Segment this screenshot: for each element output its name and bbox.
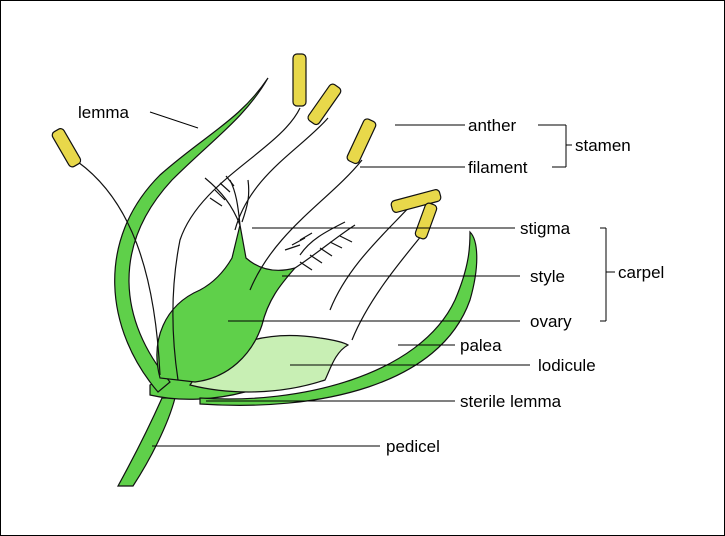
anthers [51,54,442,240]
label-sterile-lemma: sterile lemma [460,392,562,411]
label-stigma: stigma [520,219,571,238]
label-pedicel: pedicel [386,437,440,456]
label-carpel: carpel [618,263,664,282]
label-lodicule: lodicule [538,356,596,375]
label-lemma: lemma [78,103,130,122]
label-style: style [530,267,565,286]
label-ovary: ovary [530,312,572,331]
pedicel-stalk [118,398,175,486]
label-filament: filament [468,158,528,177]
label-stamen: stamen [575,136,631,155]
label-palea: palea [460,336,502,355]
label-anther: anther [468,116,517,135]
